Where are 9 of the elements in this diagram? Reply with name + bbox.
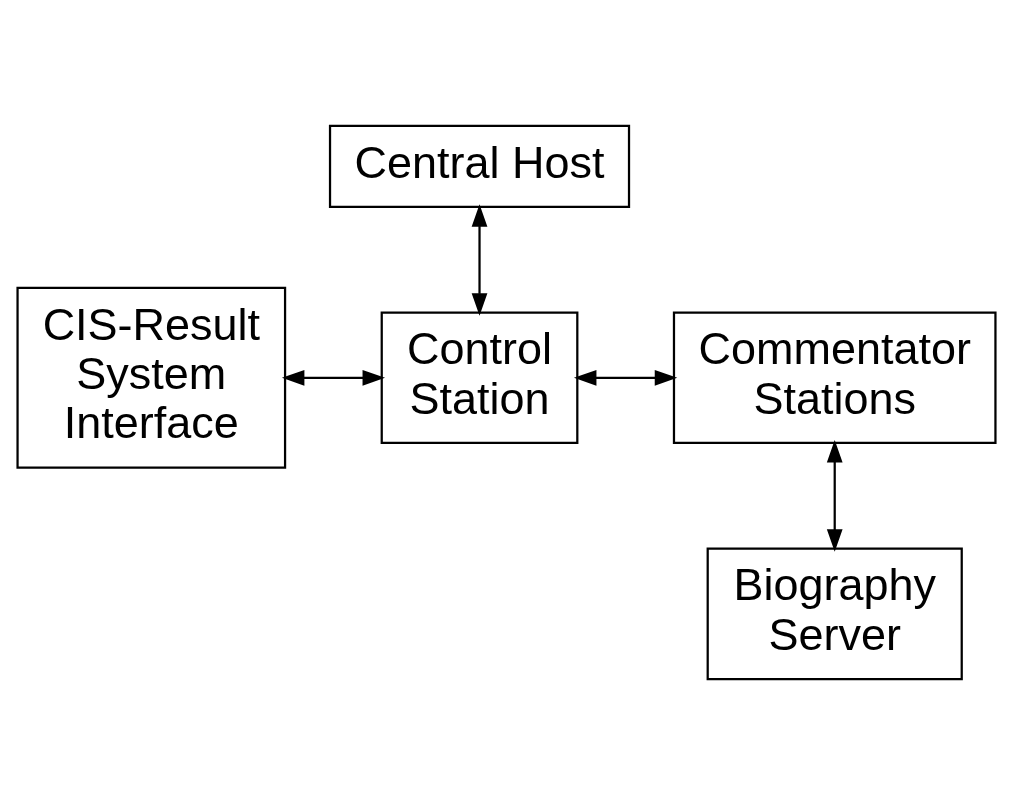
node-box: Control Station xyxy=(380,311,579,445)
node-box: Central Host xyxy=(328,124,631,209)
node-box: CIS-Result System Interface xyxy=(16,286,287,469)
arrow xyxy=(573,369,678,386)
arrow xyxy=(826,439,843,552)
node-box: Commentator Stations xyxy=(672,311,997,445)
node-box: Biography Server xyxy=(706,547,963,681)
arrow xyxy=(471,204,488,316)
arrow xyxy=(281,369,386,386)
